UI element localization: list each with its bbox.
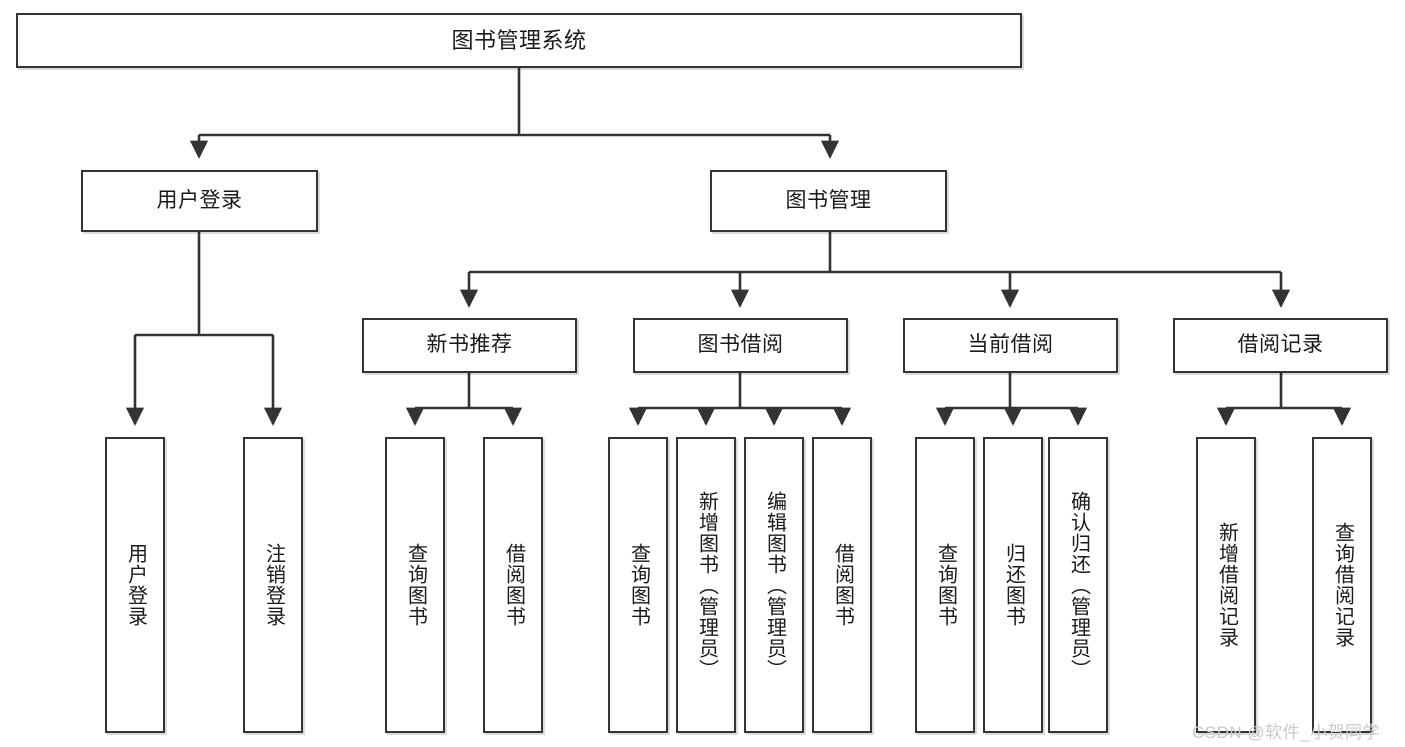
node-label: 图书借阅 [697,333,784,357]
leaf-borrow-add-book-admin[interactable]: 新增图书（管理员） [676,437,736,733]
node-label: 借阅记录 [1237,333,1324,357]
node-root-system[interactable]: 图书管理系统 [16,13,1022,68]
leaf-user-login-signin[interactable]: 用户登录 [105,437,165,733]
node-current-borrow[interactable]: 当前借阅 [903,318,1118,373]
node-label: 新增图书（管理员） [695,490,718,680]
node-label: 图书管理 [785,188,872,212]
node-label: 图书管理系统 [451,27,587,53]
leaf-current-confirm-return-admin[interactable]: 确认归还（管理员） [1048,437,1108,733]
node-label: 新增借阅记录 [1215,522,1238,648]
leaf-recommend-query-book[interactable]: 查询图书 [385,437,445,733]
node-label: 确认归还（管理员） [1067,490,1090,680]
node-label: 编辑图书（管理员） [763,490,786,680]
csdn-watermark: CSDN @软件_小贺同学 [1192,723,1381,742]
node-user-login[interactable]: 用户登录 [81,170,318,232]
leaf-record-add-record[interactable]: 新增借阅记录 [1196,437,1256,733]
node-label: 查询图书 [934,543,957,627]
node-label: 新书推荐 [426,333,513,357]
leaf-user-login-signout[interactable]: 注销登录 [243,437,303,733]
leaf-borrow-edit-book-admin[interactable]: 编辑图书（管理员） [744,437,804,733]
leaf-borrow-query-book[interactable]: 查询图书 [608,437,668,733]
node-borrow-record[interactable]: 借阅记录 [1173,318,1388,373]
node-label: 注销登录 [262,543,285,627]
node-label: 借阅图书 [831,543,854,627]
node-label: 借阅图书 [502,543,525,627]
leaf-current-query-book[interactable]: 查询图书 [915,437,975,733]
leaf-recommend-borrow-book[interactable]: 借阅图书 [483,437,543,733]
node-label: 查询图书 [627,543,650,627]
node-label: 查询图书 [404,543,427,627]
node-label: 当前借阅 [967,333,1054,357]
leaf-borrow-borrow-book[interactable]: 借阅图书 [812,437,872,733]
node-label: 用户登录 [124,543,147,627]
node-label: 查询借阅记录 [1331,522,1354,648]
node-book-management[interactable]: 图书管理 [710,170,947,232]
node-label: 归还图书 [1002,543,1025,627]
leaf-current-return-book[interactable]: 归还图书 [983,437,1043,733]
node-book-borrow[interactable]: 图书借阅 [633,318,848,373]
leaf-record-query-record[interactable]: 查询借阅记录 [1312,437,1372,733]
node-new-book-recommend[interactable]: 新书推荐 [362,318,577,373]
node-label: 用户登录 [156,188,243,212]
